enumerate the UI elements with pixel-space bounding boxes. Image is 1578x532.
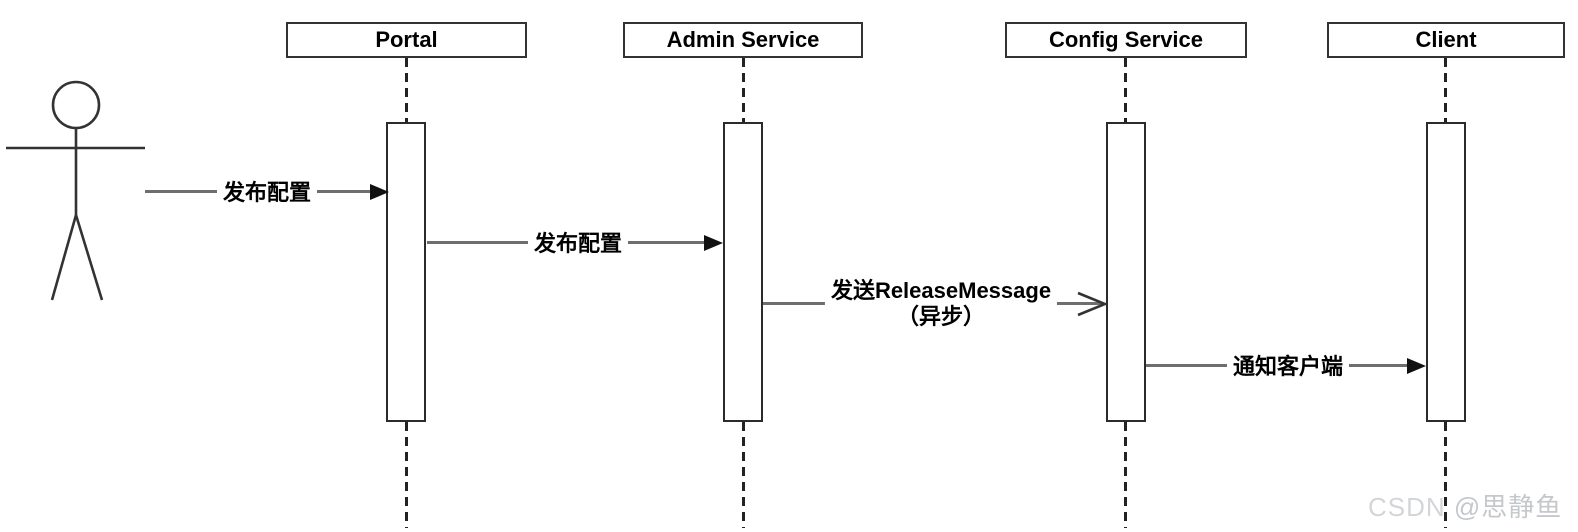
lifeline-client-upper: [1444, 58, 1447, 122]
arrowhead-solid-icon: [370, 184, 389, 200]
actor-left-leg: [50, 214, 78, 301]
lifeline-client-lower: [1444, 422, 1447, 528]
message-label-4: 通知客户端: [1226, 349, 1350, 381]
actor-head: [51, 80, 101, 130]
actor-figure: [6, 80, 145, 301]
lifeline-config-upper: [1124, 58, 1127, 122]
lifeline-portal-upper: [405, 58, 408, 122]
lifeline-label: Portal: [375, 27, 438, 52]
arrowhead-solid-icon: [1407, 358, 1426, 374]
watermark-brand: CSDN: [1368, 492, 1454, 522]
lifeline-admin-upper: [742, 58, 745, 122]
message-label-1: 发布配置: [216, 175, 318, 207]
message-label-2: 发布配置: [527, 226, 629, 258]
lifeline-config-lower: [1124, 422, 1127, 528]
activation-bar-admin-service: [723, 122, 763, 422]
message-label-3-line1: 发送ReleaseMessage: [830, 278, 1052, 303]
activation-bar-config-service: [1106, 122, 1146, 422]
lifeline-header-admin-service: Admin Service: [623, 22, 863, 58]
lifeline-header-client: Client: [1327, 22, 1565, 58]
activation-bar-portal: [386, 122, 426, 422]
lifeline-label: Config Service: [1048, 27, 1204, 52]
watermark-username: @思静鱼: [1453, 492, 1563, 522]
lifeline-label: Client: [1415, 27, 1477, 52]
message-label-3-line2: （异步）: [896, 304, 985, 329]
activation-bar-client: [1426, 122, 1466, 422]
lifeline-header-config-service: Config Service: [1005, 22, 1247, 58]
arrowhead-open-icon: [1077, 291, 1108, 317]
lifeline-admin-lower: [742, 422, 745, 528]
lifeline-header-portal: Portal: [286, 22, 527, 58]
lifeline-label: Admin Service: [666, 27, 820, 52]
message-label-3: 发送ReleaseMessage （异步）: [824, 278, 1058, 330]
arrowhead-solid-icon: [704, 235, 723, 251]
lifeline-portal-lower: [405, 422, 408, 528]
actor-right-leg: [74, 214, 104, 301]
watermark: CSDN @思静鱼: [1368, 487, 1562, 524]
